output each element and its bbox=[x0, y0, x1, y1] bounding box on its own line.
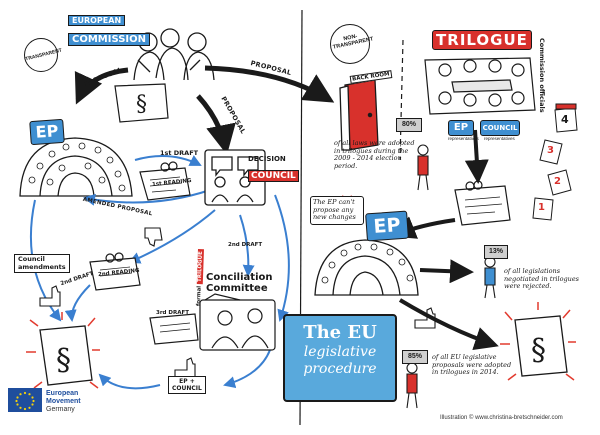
arrow-trilogue-to-doc bbox=[464, 129, 489, 184]
third-draft-document bbox=[149, 313, 199, 345]
ep-cant-propose-bubble: The EP can't propose any new changes bbox=[310, 196, 364, 225]
svg-text:§: § bbox=[531, 333, 546, 368]
back-room-door bbox=[339, 79, 379, 151]
person-80-percent bbox=[417, 144, 429, 191]
ep-hemicycle-left bbox=[19, 137, 133, 197]
arrow-ep-to-adopted bbox=[398, 298, 499, 351]
arrow-council-down-conciliation bbox=[239, 214, 255, 277]
illustration-credit: Illustration © www.christina-bretschneid… bbox=[440, 415, 563, 421]
person-85-percent bbox=[406, 362, 418, 409]
final-paragraph-document-right: § bbox=[514, 315, 568, 377]
svg-text:§: § bbox=[136, 92, 147, 117]
ep-badge-trilogue: EP bbox=[448, 120, 474, 136]
first-draft-label: 1st DRAFT bbox=[160, 149, 199, 157]
calendar-number-2: 2 bbox=[554, 176, 561, 187]
backroom-dashed-line bbox=[399, 39, 404, 161]
second-reading-document bbox=[89, 252, 141, 291]
emg-logo-text: European Movement Germany bbox=[46, 390, 81, 413]
trilogue-document bbox=[454, 180, 511, 226]
conciliation-committee-label: Conciliation Committee bbox=[206, 272, 273, 294]
arrow-council-right-down bbox=[274, 194, 290, 322]
stat-13-value: 13% bbox=[484, 245, 508, 259]
stat-80-value: 80% bbox=[396, 118, 422, 132]
title-box: The EU legislative procedure bbox=[283, 314, 397, 402]
conciliation-committee-drawing bbox=[199, 293, 276, 351]
arrow-council-to-second-reading bbox=[128, 209, 216, 264]
arrow-epcouncil-to-paragraph bbox=[98, 373, 161, 390]
ep-hemicycle-right-seats bbox=[321, 243, 414, 284]
ep-representatives-label: representatives bbox=[448, 136, 479, 141]
calendar-pages bbox=[532, 103, 578, 221]
stat-80-text: of all laws were adopted in trilogues du… bbox=[334, 139, 415, 170]
commission-document: § bbox=[114, 83, 169, 123]
title-line-3: procedure bbox=[303, 361, 377, 377]
stat-85-text: of all EU legislative proposals were ado… bbox=[432, 353, 512, 376]
title-line-2: legislative bbox=[303, 344, 377, 360]
third-draft-label: 3rd DRAFT bbox=[156, 310, 189, 316]
svg-text:§: § bbox=[56, 343, 71, 378]
paragraph-left-rays bbox=[26, 312, 100, 389]
second-draft-right-label: 2nd DRAFT bbox=[228, 242, 263, 248]
arrow-proposal-to-backroom bbox=[204, 65, 335, 103]
person-13-percent bbox=[484, 256, 496, 299]
council-badge-trilogue: COUNCIL bbox=[480, 120, 520, 136]
council-room bbox=[204, 149, 266, 206]
council-representatives-label: representatives bbox=[484, 136, 515, 141]
eu-stars-icon bbox=[15, 391, 35, 411]
calendar-number-3: 3 bbox=[547, 145, 554, 156]
trilogue-table bbox=[424, 57, 536, 115]
calendar-number-1: 1 bbox=[538, 202, 545, 213]
ep-council-box: EP + COUNCIL bbox=[168, 376, 206, 394]
arrow-proposal-to-council bbox=[196, 94, 236, 155]
council-amendments-label: Council amendments bbox=[14, 254, 70, 273]
eu-stars-logo bbox=[8, 388, 42, 412]
arrow-ep-to-council-first-draft bbox=[134, 155, 202, 166]
arrow-reading-to-paragraph bbox=[64, 284, 91, 322]
first-draft-document bbox=[139, 161, 191, 201]
ep-hemicycle-left-seats bbox=[28, 142, 126, 192]
thumbs-up-icons bbox=[39, 285, 436, 379]
calendar-number-4: 4 bbox=[561, 113, 569, 126]
trilogue-title: TRILOGUE bbox=[432, 30, 532, 50]
european-commission-label: EUROPEAN COMMISSION bbox=[68, 8, 151, 46]
arrow-conciliation-to-epcouncil bbox=[223, 349, 271, 389]
final-paragraph-document-left: § bbox=[39, 325, 93, 386]
stat-13-text: of all legislations negotiated in trilog… bbox=[504, 267, 580, 290]
ep-badge-left: EP bbox=[29, 118, 65, 146]
transparent-stamp: TRANSPARENT bbox=[24, 38, 63, 72]
decision-council-label: DECISION COUNCIL bbox=[248, 155, 299, 182]
arrow-proposal-to-ep bbox=[74, 67, 129, 105]
commission-officials-label: Commission officials bbox=[538, 38, 546, 113]
stat-85-value: 85% bbox=[402, 350, 428, 364]
non-transparent-stamp: NON- TRANSPARENT bbox=[330, 24, 374, 64]
arrow-council-to-ep-amended bbox=[83, 189, 211, 206]
title-line-1: The EU bbox=[303, 322, 377, 343]
arrow-ep-to-rejected bbox=[419, 259, 474, 284]
ep-badge-right: EP bbox=[365, 210, 409, 242]
paragraph-right-rays bbox=[500, 302, 576, 381]
